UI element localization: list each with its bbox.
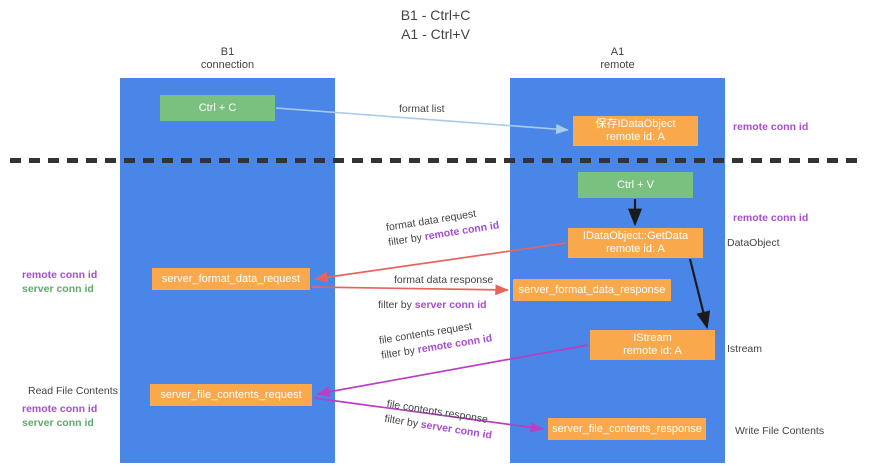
node-istream[interactable]: IStream remote id: A [590,330,715,360]
lane-header-b1: B1 connection [120,46,335,72]
filter-key: server conn id [414,299,487,311]
node-istream-line-2: remote id: A [623,345,682,357]
node-server-file-contents-response[interactable]: server_file_contents_response [548,418,706,440]
edge-label-format-list-text: format list [399,103,445,115]
node-idataobject-getdata[interactable]: IDataObject::GetData remote id: A [568,228,703,258]
node-save-idataobject-line-2: remote id: A [606,131,665,143]
annotation-right-dataobject: DataObject [727,236,780,250]
annotation-text: Read File Contents [28,385,118,397]
annotation-server-conn-id: server conn id [22,417,94,429]
node-save-idataobject-line-1: 保存IDataObject [595,118,676,130]
annotation-remote-conn-id: remote conn id [22,403,98,415]
annotation-right-istream: Istream [727,342,762,356]
node-ctrl-c[interactable]: Ctrl + C [160,95,275,121]
edge-label-format-data-response: format data response [394,273,493,288]
node-server-file-contents-request[interactable]: server_file_contents_request [150,384,312,406]
edge-label-format-data-request: format data request filter by remote con… [385,203,500,250]
lane-header-b1-name: B1 [220,46,235,58]
annotation-right-write-file-contents: Write File Contents [735,424,824,438]
lane-header-a1: A1 remote [510,46,725,72]
node-server-file-contents-response-label: server_file_contents_response [552,422,702,435]
annotation-text: Istream [727,343,763,355]
annotation-text: remote conn id [733,212,809,224]
node-ctrl-v[interactable]: Ctrl + V [578,172,693,198]
annotation-server-conn-id: server conn id [22,283,94,295]
annotation-text: Write File Contents [735,425,825,437]
annotation-text: DataObject [727,237,780,249]
annotation-right-remote-conn-id-top: remote conn id [733,120,808,134]
phase-divider [10,158,865,163]
node-ctrl-v-label: Ctrl + V [617,178,654,191]
page-title-line-2: A1 - Ctrl+V [401,26,470,42]
node-idataobject-getdata-line-2: remote id: A [606,243,665,255]
lane-header-a1-name: A1 [610,46,625,58]
annotation-left-conn-ids-1: remote conn id server conn id [22,268,97,296]
node-server-format-data-request[interactable]: server_format_data_request [152,268,310,290]
annotation-left-read-file-contents: Read File Contents [28,384,118,398]
node-idataobject-getdata-line-1: IDataObject::GetData [582,230,689,242]
edge-label-format-list: format list [399,102,445,117]
page-title-line-1: B1 - Ctrl+C [400,7,471,23]
node-server-file-contents-request-label: server_file_contents_request [160,388,302,401]
node-server-format-data-response-label: server_format_data_response [518,283,666,296]
annotation-left-conn-ids-2: remote conn id server conn id [22,402,97,430]
node-save-idataobject[interactable]: 保存IDataObject remote id: A [573,116,698,146]
edge-label-format-data-response-filter: filter by server conn id [378,298,487,313]
node-ctrl-c-label: Ctrl + C [198,101,237,114]
node-server-format-data-request-label: server_format_data_request [161,272,301,285]
lane-header-b1-role: connection [200,59,255,71]
filter-prefix: filter by [387,231,426,249]
filter-prefix: filter by [383,412,422,431]
edge-label-format-data-response-text: format data response [394,274,494,286]
edge-label-file-contents-response: file contents response filter by server … [383,397,495,444]
annotation-text: remote conn id [733,121,809,133]
page-title: B1 - Ctrl+C A1 - Ctrl+V [0,6,871,44]
annotation-right-remote-conn-id-mid: remote conn id [733,211,808,225]
edge-label-file-contents-request: file contents request filter by remote c… [378,316,493,363]
lane-header-a1-role: remote [600,59,635,71]
node-server-format-data-response[interactable]: server_format_data_response [513,279,671,301]
annotation-remote-conn-id: remote conn id [22,269,98,281]
node-istream-line-1: IStream [633,332,672,344]
filter-prefix: filter by [378,299,415,311]
filter-prefix: filter by [380,344,419,362]
